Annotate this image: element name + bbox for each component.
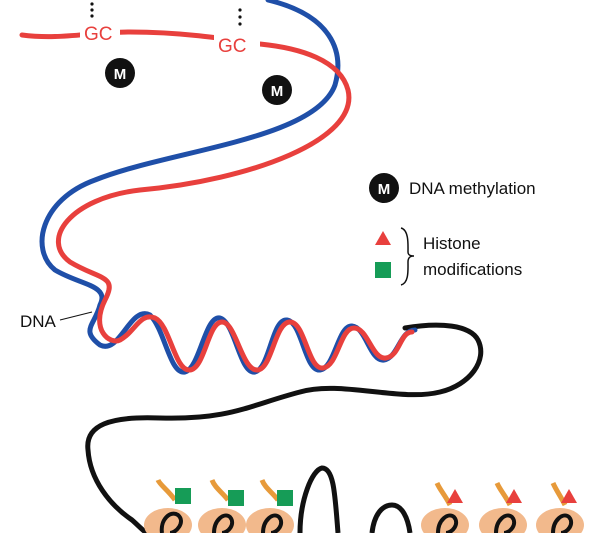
chromatin-loop-2: [369, 502, 413, 533]
gc-label-2: GC: [218, 36, 247, 57]
svg-text:M: M: [114, 66, 127, 83]
chromatin-loop: [297, 465, 341, 533]
nucleosome-5: [479, 481, 527, 533]
legend: M DNA methylation Histone modifications: [369, 173, 536, 286]
legend-histone-line1: Histone: [423, 234, 481, 253]
legend-histone-line2: modifications: [423, 260, 522, 279]
legend-methylation-label: DNA methylation: [409, 179, 536, 198]
methylation-marker-1: M: [105, 58, 135, 88]
legend-methylation-icon: M: [369, 173, 399, 203]
base-pair-dots-1: [90, 2, 94, 18]
base-pair-dots-2: [238, 8, 242, 26]
nucleosome-4: [421, 481, 469, 533]
dna-red-strand: [19, 29, 415, 373]
gc-label-bg-2: [214, 32, 260, 58]
gc-label-1: GC: [84, 24, 113, 45]
dna-label-pointer: [59, 311, 93, 321]
svg-text:M: M: [271, 83, 284, 100]
legend-square-icon: [375, 262, 391, 278]
nucleosome-3: [246, 478, 294, 533]
svg-text:M: M: [378, 181, 391, 198]
legend-brace: [400, 227, 415, 286]
nucleosome-6: [536, 481, 584, 533]
legend-triangle-icon: [375, 231, 391, 245]
dna-label: DNA: [20, 312, 57, 331]
gc-label-bg-1: [80, 20, 120, 46]
nucleosome-1: [144, 478, 192, 533]
nucleosome-2: [198, 478, 246, 533]
chromatin-fiber: [85, 322, 484, 533]
methylation-marker-2: M: [262, 75, 292, 105]
